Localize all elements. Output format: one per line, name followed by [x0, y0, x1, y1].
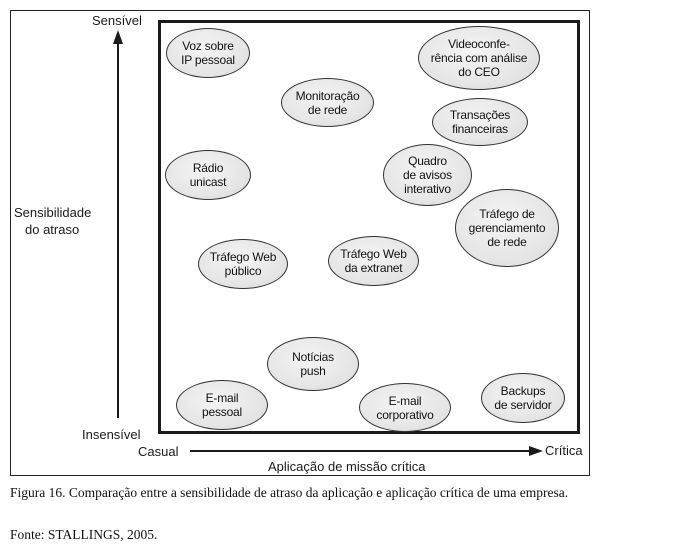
ellipse-videoconferencia: Videoconfe- rência com análise do CEO: [418, 26, 540, 90]
plot-area: [158, 20, 580, 434]
x-axis-right-label: Crítica: [545, 443, 583, 458]
ellipse-email-corporativo: E-mail corporativo: [359, 383, 451, 432]
ellipse-trafego-gerenciamento: Tráfego de gerenciamento de rede: [455, 189, 559, 267]
figure-caption: Figura 16. Comparação entre a sensibilid…: [10, 485, 569, 500]
y-axis-bottom-label: Insensível: [82, 427, 141, 442]
y-axis-arrowhead: [113, 30, 123, 44]
x-axis-title: Aplicação de missão crítica: [268, 459, 426, 474]
ellipse-quadro: Quadro de avisos interativo: [383, 144, 472, 206]
ellipse-radio: Rádio unicast: [165, 150, 251, 200]
ellipse-monitoracao: Monitoração de rede: [281, 78, 374, 127]
ellipse-web-publico: Tráfego Web público: [198, 239, 288, 289]
ellipse-voz-ip: Voz sobre IP pessoal: [166, 28, 250, 78]
y-axis-title-line2: do atraso: [25, 222, 80, 237]
x-axis-arrowhead: [529, 446, 543, 456]
ellipse-backups: Backups de servidor: [481, 373, 565, 423]
figure-frame: [10, 10, 590, 476]
ellipse-noticias: Notícias push: [267, 337, 359, 391]
ellipse-transacoes: Transações financeiras: [432, 98, 528, 146]
ellipse-web-extranet: Tráfego Web da extranet: [328, 236, 419, 286]
x-axis-left-label: Casual: [138, 444, 179, 459]
y-axis-top-label: Sensível: [92, 13, 142, 28]
figure-source: Fonte: STALLINGS, 2005.: [10, 527, 158, 542]
ellipse-email-pessoal: E-mail pessoal: [176, 380, 268, 430]
y-axis-title-line1: Sensibilidade: [14, 205, 92, 220]
